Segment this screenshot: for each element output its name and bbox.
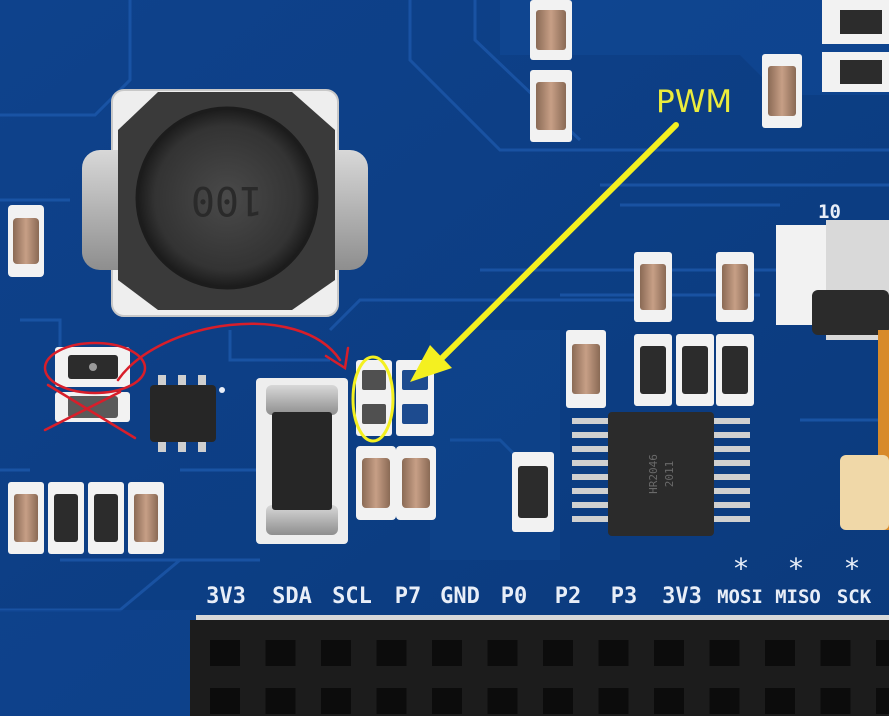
header-hole [376, 640, 407, 666]
header-hole [709, 640, 740, 666]
header-hole [654, 640, 684, 666]
red-cross-mark [46, 383, 137, 440]
red-annotation [43, 322, 350, 440]
header-hole [598, 688, 629, 714]
diode [256, 378, 348, 544]
header-hole [876, 640, 889, 666]
header-hole [709, 688, 740, 714]
red-arrowhead [324, 346, 350, 371]
inductor-marking: 100 [191, 177, 263, 223]
chip-marking: HR2046 [647, 454, 660, 494]
header-hole [210, 640, 240, 666]
header-hole [765, 640, 795, 666]
header-hole [210, 688, 240, 714]
yellow-arrow-shaft [433, 122, 679, 367]
pwm-label: PWM [656, 84, 732, 120]
silk-star: * [734, 552, 748, 585]
header-hole [820, 640, 851, 666]
smd-resistor-grid [566, 252, 754, 408]
header-hole [654, 688, 684, 714]
smd-resistor-row [8, 482, 164, 554]
silk-star: * [845, 552, 859, 585]
header-hole [876, 688, 889, 714]
pin-header [190, 615, 889, 716]
power-inductor: 100 [82, 89, 368, 317]
chip-marking-2: 2011 [663, 461, 676, 488]
header-hole [265, 640, 296, 666]
pin-label: P0 [501, 584, 528, 609]
touch-controller-chip: HR2046 2011 [572, 412, 750, 536]
copper-pour [0, 610, 200, 716]
yellow-arrowhead [410, 345, 452, 382]
pin-label: SCL [332, 584, 372, 609]
header-hole [432, 640, 462, 666]
header-hole [432, 688, 462, 714]
silkscreen-stars: * * * [734, 552, 859, 585]
red-curved-arrow [116, 322, 342, 382]
pin-label: P7 [395, 584, 422, 609]
smd-resistor-array [822, 0, 889, 92]
pwm-resistor-pads [356, 360, 434, 436]
pin-label: MISO [775, 586, 821, 608]
pin-label: SCK [837, 586, 872, 608]
header-hole [543, 688, 573, 714]
regulator-chip [150, 375, 225, 452]
header-hole [487, 688, 518, 714]
pin-label: MOSI [717, 586, 763, 608]
pin-label: 3V3 [662, 584, 702, 609]
header-hole [321, 640, 351, 666]
header-hole [321, 688, 351, 714]
pin-label: P3 [611, 584, 638, 609]
header-hole [598, 640, 629, 666]
fpc-connector: 10 [776, 201, 889, 530]
pin-label: SDA [272, 584, 312, 609]
header-hole [376, 688, 407, 714]
pwm-annotation: PWM [351, 84, 732, 443]
pin-label: 3V3 [206, 584, 246, 609]
connector-label: 10 [818, 201, 841, 223]
header-hole [543, 640, 573, 666]
silk-star: * [789, 552, 803, 585]
smd-capacitor-pair [356, 446, 436, 520]
pin-label: GND [440, 584, 480, 609]
smd-resistor-column [530, 0, 802, 142]
pin-label: P2 [555, 584, 582, 609]
yellow-circle-mark [351, 355, 395, 443]
smd-resistor [8, 205, 44, 277]
header-hole [487, 640, 518, 666]
red-circle-mark [43, 341, 147, 395]
header-hole [765, 688, 795, 714]
header-hole [265, 688, 296, 714]
smd-resistor [512, 452, 554, 532]
red-cross-mark [43, 390, 122, 432]
header-hole [820, 688, 851, 714]
pin-labels: 3V3 SDA SCL P7 GND P0 P2 P3 3V3 MOSI MIS… [206, 584, 872, 609]
